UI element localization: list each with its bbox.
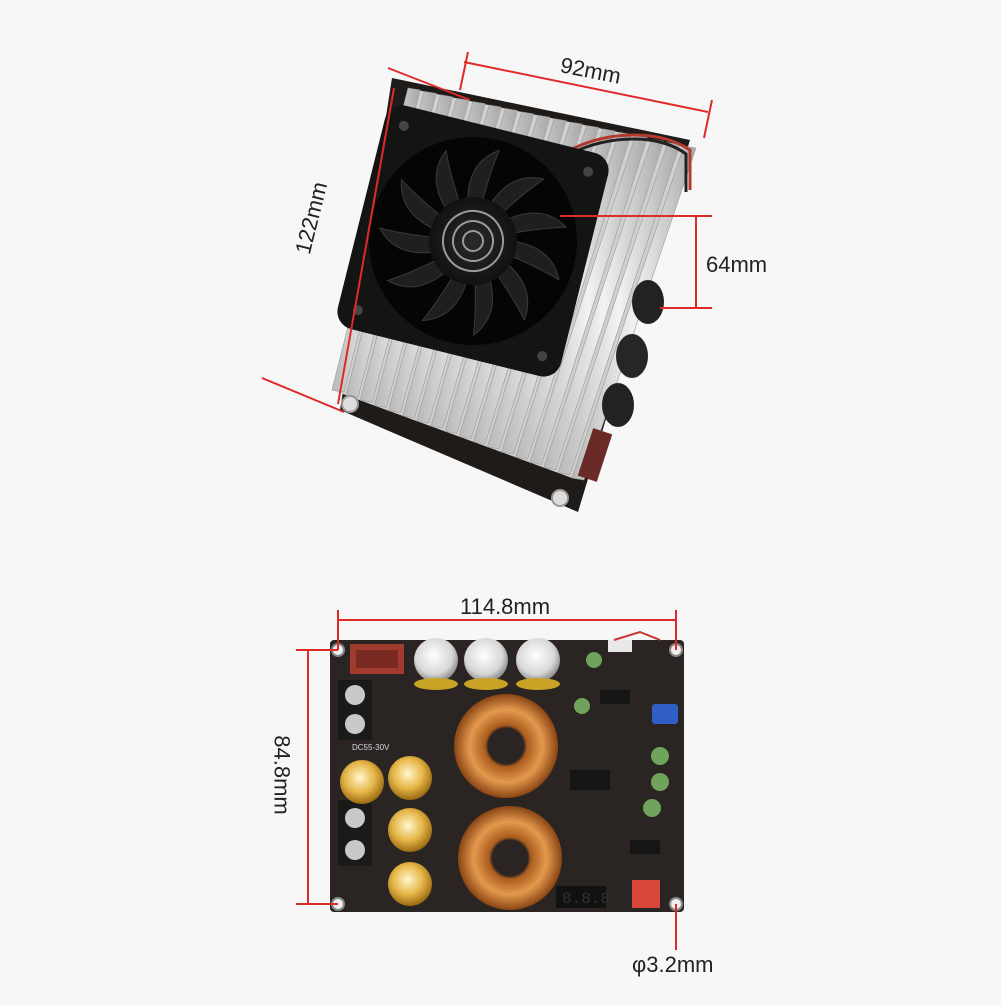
output-capacitors: [340, 756, 432, 906]
input-capacitors: [414, 638, 560, 690]
svg-text:8.8.8: 8.8.8: [562, 890, 610, 908]
cooling-fan: [337, 105, 609, 377]
heatsink-fin: [529, 135, 648, 465]
toroid-inductor-icon: [454, 694, 558, 798]
dim-hole-bottom: φ3.2mm: [632, 952, 714, 977]
screw-terminals: [338, 680, 372, 866]
side-capacitors: [577, 280, 664, 482]
fan-hub-logo-icon: [429, 197, 517, 285]
dim-fan-top: 64mm: [706, 252, 768, 277]
output-header: [632, 880, 660, 908]
mounting-hole-icon: [551, 489, 569, 507]
fan-connector: [608, 640, 632, 652]
seven-segment-display-icon: 8.8.8: [556, 886, 610, 908]
small-capacitors: [574, 652, 669, 817]
dim-width-bottom: 114.8mm: [460, 594, 551, 619]
mounting-hole-icon: [341, 395, 359, 413]
potentiometer: [652, 704, 678, 724]
dim-height-bottom: 84.8mm: [269, 735, 295, 815]
heatsink-fin: [571, 145, 697, 481]
dimension-lines-bottom: [296, 610, 677, 950]
fan-cable: [569, 133, 692, 190]
dimension-lines-top: [261, 51, 713, 413]
toroid-inductor-icon: [458, 806, 562, 910]
pcb-label: DC55-30V: [352, 743, 390, 752]
pcb-board: 8.8.8 DC55-30V: [330, 630, 684, 912]
